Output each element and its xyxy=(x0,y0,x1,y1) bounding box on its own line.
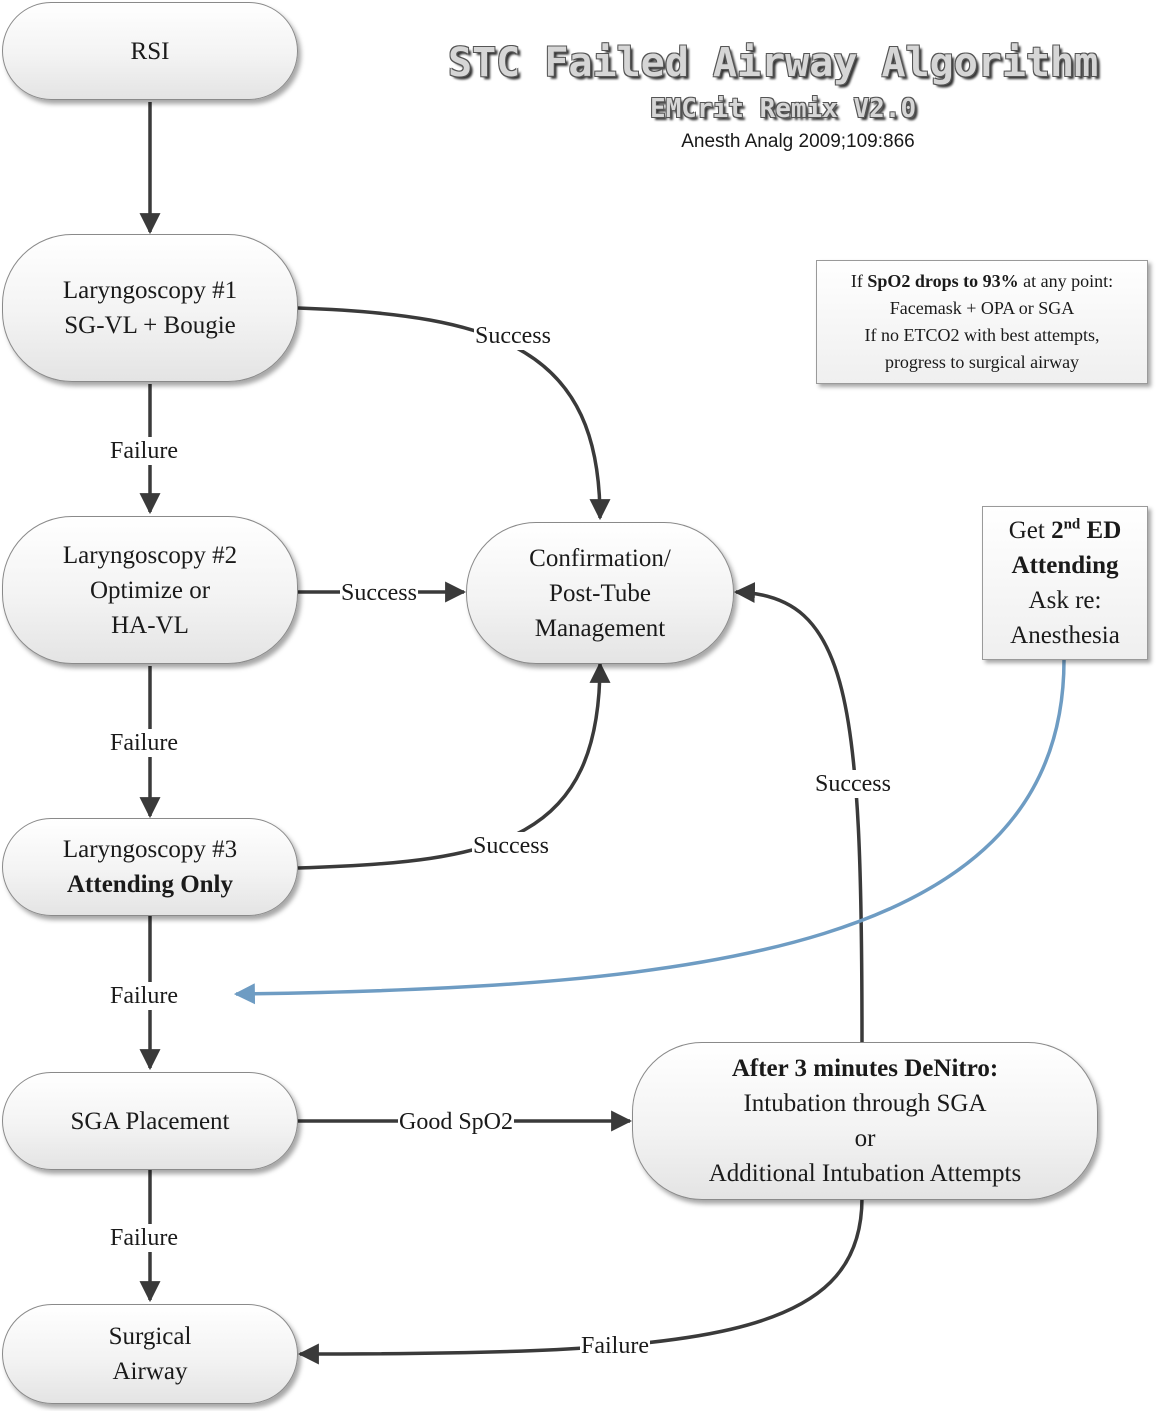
laryngoscopy-1-line1: Laryngoscopy #1 xyxy=(62,277,238,304)
after-denitro-line4: Additional Intubation Attempts xyxy=(708,1160,1022,1187)
spo2-note: If SpO2 drops to 93% at any point: Facem… xyxy=(816,260,1148,384)
surgical-airway-node: Surgical Airway xyxy=(2,1304,298,1404)
rsi-node: RSI xyxy=(2,2,298,100)
spo2-note-line2: Facemask + OPA or SGA xyxy=(889,298,1075,318)
after-denitro-line1: After 3 minutes DeNitro: xyxy=(731,1055,999,1082)
surgical-airway-line2: Airway xyxy=(112,1358,188,1385)
citation: Anesth Analg 2009;109:866 xyxy=(681,131,915,152)
edge-label-denitro-success: Success xyxy=(814,770,892,798)
edge-label-denitro-failure: Failure xyxy=(580,1332,650,1360)
edge-label-l3-success: Success xyxy=(472,832,550,860)
laryngoscopy-2-line2: Optimize or xyxy=(89,576,211,604)
laryngoscopy-3-line2: Attending Only xyxy=(66,871,233,898)
surgical-airway-line1: Surgical xyxy=(108,1323,192,1350)
laryngoscopy-3-line1: Laryngoscopy #3 xyxy=(62,836,238,863)
edge-label-l2-success: Success xyxy=(340,579,418,607)
edge-label-l2-failure: Failure xyxy=(109,729,179,757)
attending-note-line1: Get 2nd ED xyxy=(1008,516,1122,544)
edge-label-sga-failure: Failure xyxy=(109,1224,179,1252)
confirmation-line2: Post-Tube xyxy=(549,579,651,607)
rsi-label: RSI xyxy=(130,37,170,65)
confirmation-line1: Confirmation/ xyxy=(529,544,671,572)
sga-placement-node: SGA Placement xyxy=(2,1072,298,1170)
laryngoscopy-1-node: Laryngoscopy #1 SG-VL + Bougie xyxy=(2,234,298,382)
laryngoscopy-1-line2: SG-VL + Bougie xyxy=(64,312,236,339)
spo2-note-line3: If no ETCO2 with best attempts, xyxy=(864,325,1100,345)
spo2-note-line1: If SpO2 drops to 93% at any point: xyxy=(850,271,1114,291)
attending-note: Get 2nd ED Attending Ask re: Anesthesia xyxy=(982,506,1148,660)
confirmation-node: Confirmation/ Post-Tube Management xyxy=(466,522,734,664)
diagram-title: STC Failed Airway Algorithm xyxy=(448,40,1099,86)
arrow-l3-success xyxy=(297,661,611,870)
arrow-denitro-success xyxy=(733,582,864,1043)
attending-note-line2: Attending xyxy=(1011,552,1119,579)
attending-note-line3: Ask re: xyxy=(1028,587,1102,614)
edge-label-sga-good-spo2: Good SpO2 xyxy=(398,1108,515,1136)
after-denitro-line2: Intubation through SGA xyxy=(743,1090,987,1117)
confirmation-line3: Management xyxy=(534,614,666,642)
laryngoscopy-2-node: Laryngoscopy #2 Optimize or HA-VL xyxy=(2,516,298,664)
after-denitro-node: After 3 minutes DeNitro: Intubation thro… xyxy=(632,1042,1098,1200)
laryngoscopy-3-node: Laryngoscopy #3 Attending Only xyxy=(2,818,298,916)
edge-label-l1-failure: Failure xyxy=(109,437,179,465)
sga-placement-label: SGA Placement xyxy=(70,1107,230,1135)
arrow-attending-help xyxy=(233,659,1066,1005)
spo2-note-line4: progress to surgical airway xyxy=(884,352,1080,372)
edge-label-l1-success: Success xyxy=(474,322,552,350)
diagram-subtitle: EMCrit Remix V2.0 xyxy=(650,94,917,124)
arrow-denitro-failure xyxy=(297,1197,864,1365)
edge-label-l3-failure: Failure xyxy=(109,982,179,1010)
laryngoscopy-2-line1: Laryngoscopy #2 xyxy=(62,541,238,569)
attending-note-line4: Anesthesia xyxy=(1010,622,1120,649)
after-denitro-line3: or xyxy=(854,1125,876,1152)
arrow-l1-success xyxy=(297,306,611,521)
laryngoscopy-2-line3: HA-VL xyxy=(111,611,189,639)
